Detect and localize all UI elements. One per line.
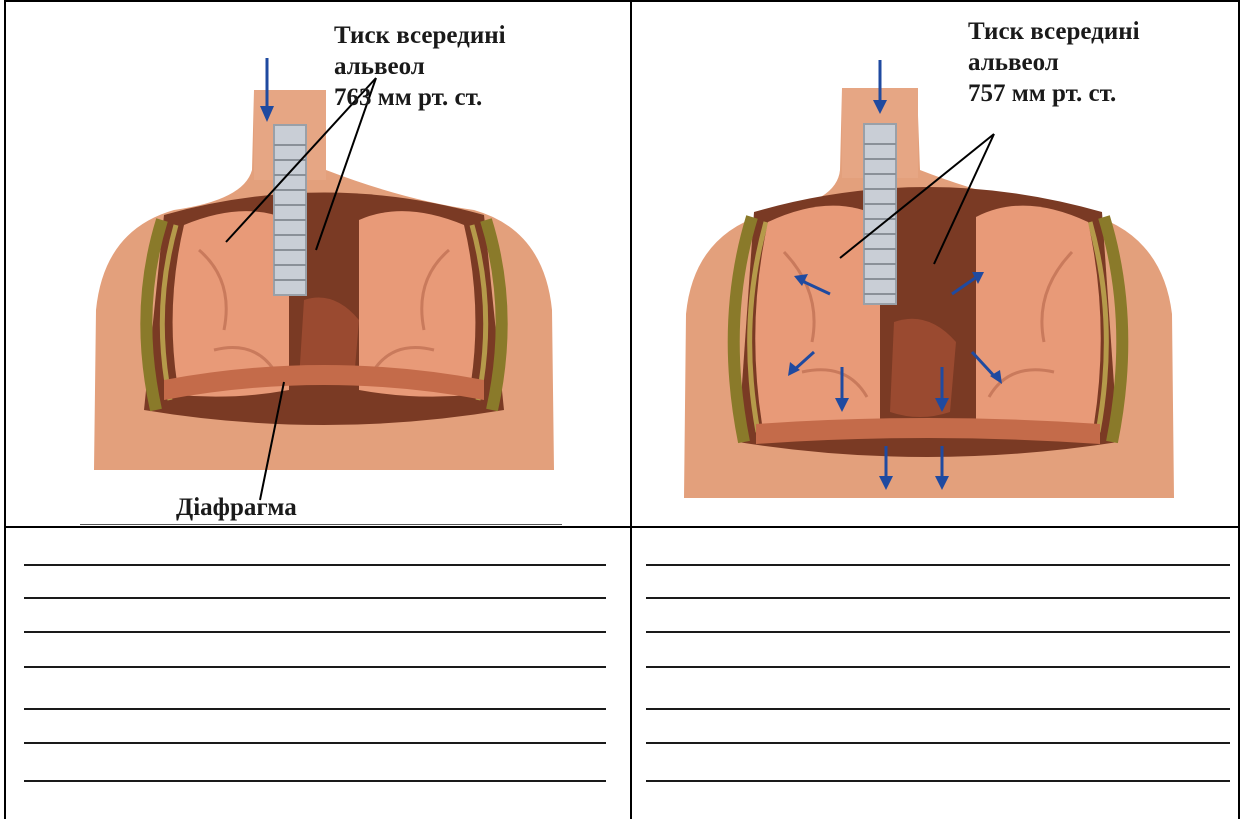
right-label-line-1: Тиск всередині bbox=[968, 16, 1140, 47]
right-pressure-label: Тиск всередині альвеол 757 мм рт. ст. bbox=[968, 16, 1140, 109]
answer-line[interactable] bbox=[24, 742, 606, 744]
left-label-line-3: 763 мм рт. ст. bbox=[334, 82, 506, 113]
answer-line[interactable] bbox=[646, 708, 1230, 710]
left-label-line-2: альвеол bbox=[334, 51, 506, 82]
answer-line[interactable] bbox=[646, 742, 1230, 744]
table-border-right bbox=[1238, 0, 1240, 819]
answer-line[interactable] bbox=[646, 564, 1230, 566]
left-label-line-1: Тиск всередині bbox=[334, 20, 506, 51]
worksheet-table: Тиск всередині альвеол 763 мм рт. ст. Ді… bbox=[4, 0, 1240, 819]
answer-line[interactable] bbox=[646, 780, 1230, 782]
right-label-line-3: 757 мм рт. ст. bbox=[968, 78, 1140, 109]
left-pressure-label: Тиск всередині альвеол 763 мм рт. ст. bbox=[334, 20, 506, 113]
answer-line[interactable] bbox=[24, 708, 606, 710]
answer-line[interactable] bbox=[646, 597, 1230, 599]
exhale-illustration bbox=[74, 50, 574, 520]
answer-line[interactable] bbox=[24, 631, 606, 633]
answer-line[interactable] bbox=[24, 780, 606, 782]
table-divider-horizontal bbox=[4, 526, 1240, 528]
inhale-illustration bbox=[672, 52, 1192, 502]
torso-lungs-relaxed-image bbox=[74, 50, 574, 520]
torso-lungs-expanded-image bbox=[672, 52, 1192, 502]
table-border-left bbox=[4, 0, 6, 819]
answer-line[interactable] bbox=[24, 597, 606, 599]
answer-line[interactable] bbox=[646, 631, 1230, 633]
answer-line[interactable] bbox=[24, 564, 606, 566]
answer-line[interactable] bbox=[646, 666, 1230, 668]
right-label-line-2: альвеол bbox=[968, 47, 1140, 78]
answer-line[interactable] bbox=[24, 666, 606, 668]
table-divider-vertical bbox=[630, 0, 632, 819]
diaphragm-caption-underline bbox=[80, 524, 562, 525]
table-border-top bbox=[4, 0, 1240, 2]
diaphragm-label: Діафрагма bbox=[176, 494, 297, 522]
